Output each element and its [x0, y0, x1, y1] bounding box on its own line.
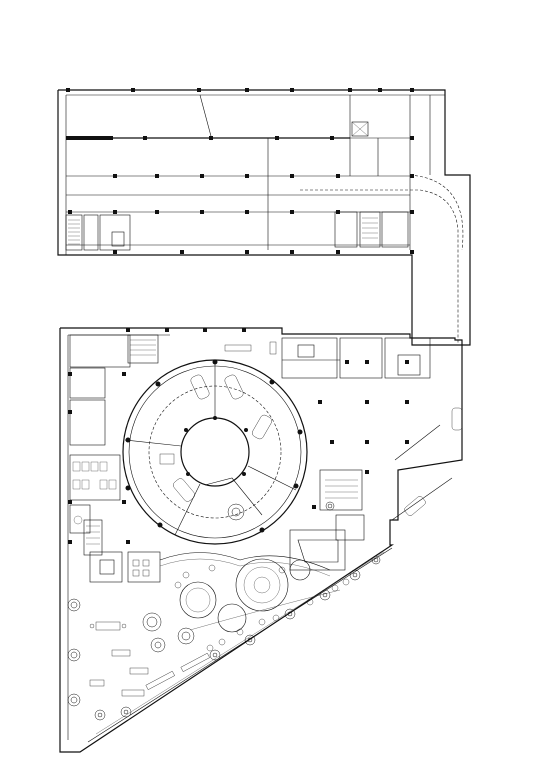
lounge-room: [127, 551, 161, 583]
ramp-path: [300, 189, 459, 345]
office-room-1: [69, 334, 131, 368]
showroom-inner-ring: [180, 417, 250, 487]
lower-building: [59, 327, 463, 753]
reflecting-pool: [289, 529, 346, 571]
planter-circle-2: [235, 558, 289, 612]
stair-core-right: [334, 211, 358, 248]
central-showroom: [122, 341, 308, 545]
upper-wall-band: [68, 136, 113, 140]
office-room-right-1: [281, 337, 338, 379]
restroom-block: [69, 454, 121, 501]
display-cars: [159, 374, 272, 502]
reception-desk: [224, 344, 252, 352]
lower-columns: [68, 328, 409, 544]
planter-circle-1: [179, 581, 217, 619]
upper-wing: [57, 89, 471, 346]
stair-lower-top: [127, 334, 159, 364]
stair-lower-right: [319, 469, 363, 511]
stair-core-left: [65, 214, 83, 251]
lower-building-outline: [59, 327, 463, 753]
stair-lower-left: [83, 519, 103, 556]
service-room: [89, 551, 123, 583]
garden: [67, 501, 393, 743]
trees: [67, 501, 381, 721]
outdoor-seating: [89, 564, 350, 697]
elevator-shaft: [351, 121, 369, 137]
parked-cars: [404, 407, 463, 516]
upper-columns: [66, 88, 414, 254]
upper-wing-outline: [57, 89, 471, 346]
